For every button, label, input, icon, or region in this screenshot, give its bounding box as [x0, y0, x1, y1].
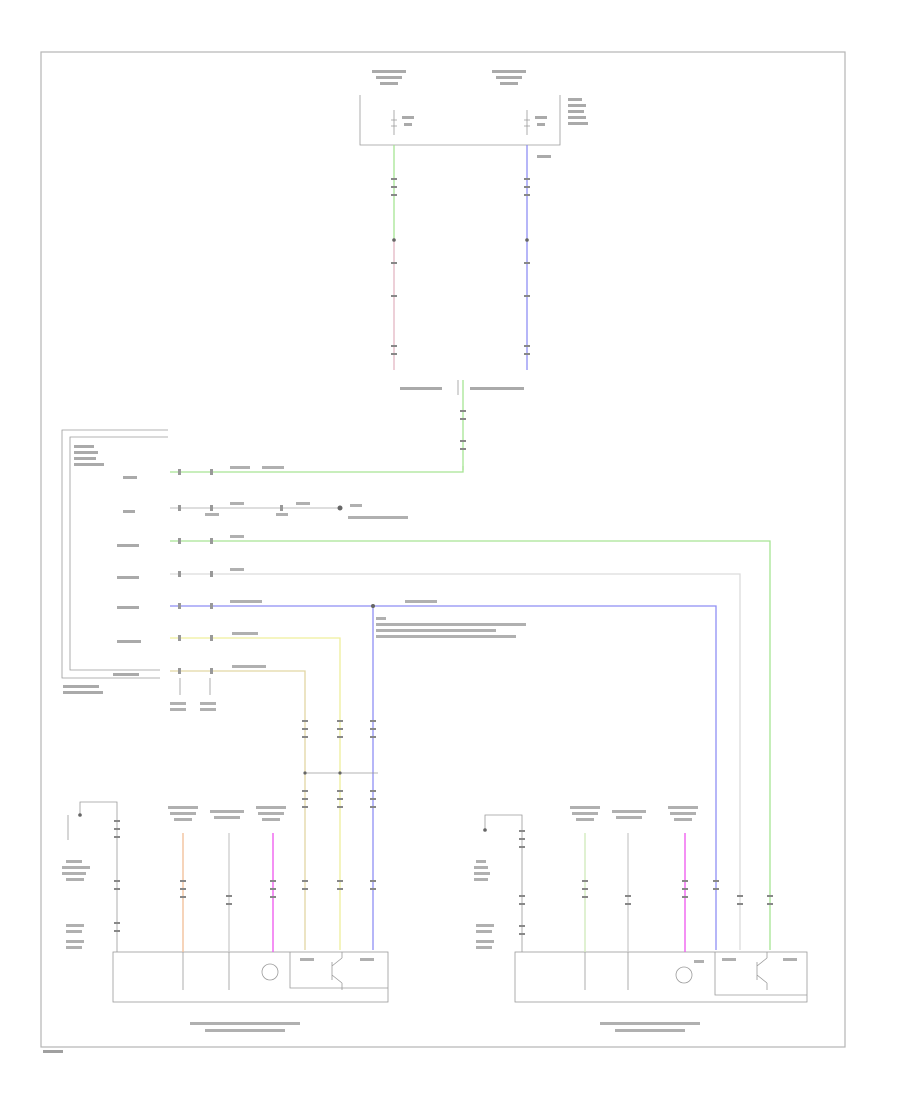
wire-blue-right	[170, 605, 717, 950]
fuse-1-symbol	[391, 110, 397, 135]
wire-green-right	[170, 540, 771, 950]
page-id-mark	[43, 1050, 63, 1053]
junction-area	[400, 380, 524, 470]
wire-green-feed	[170, 466, 464, 473]
transistor-symbol-right	[756, 952, 768, 990]
control-module-left	[61, 429, 168, 694]
heater-sensor-icon-left	[261, 963, 279, 981]
right-seat-module	[474, 806, 808, 1032]
fuse-2-symbol	[524, 110, 530, 135]
left-seat-module	[62, 801, 389, 1032]
wire-gray-right	[170, 573, 741, 950]
page-frame	[40, 51, 846, 1048]
fuse-box-top	[359, 70, 588, 158]
transistor-symbol-left	[331, 952, 343, 990]
wire-yellow	[170, 637, 341, 950]
wire-tan	[170, 670, 306, 950]
bus-wires	[170, 466, 773, 950]
top-feed-wires	[391, 145, 530, 370]
heater-sensor-icon-right	[675, 966, 693, 984]
